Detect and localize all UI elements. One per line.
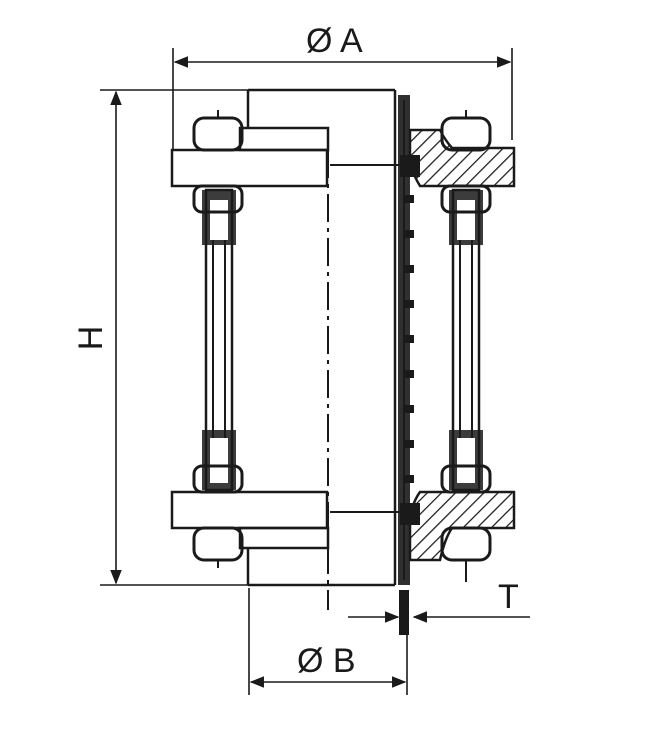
- nut: [192, 116, 244, 152]
- thickness-label: T: [498, 578, 519, 616]
- nut: [192, 526, 244, 562]
- dia-a-label: Ø A: [306, 22, 363, 60]
- nut: [440, 464, 492, 494]
- bottom-flange: [170, 490, 516, 562]
- nut: [192, 184, 244, 214]
- dimension-dia-a: Ø A: [172, 22, 513, 150]
- height-label: H: [72, 326, 110, 351]
- glass-body: [246, 88, 414, 635]
- dia-b-label: Ø B: [297, 642, 356, 680]
- left-tie-rod: [192, 110, 244, 568]
- gasket-marks: [404, 195, 414, 483]
- nut: [440, 184, 492, 214]
- nut: [192, 464, 244, 494]
- right-tie-rod: [440, 110, 492, 582]
- dimension-thickness: T: [348, 578, 530, 623]
- top-flange: [170, 126, 516, 188]
